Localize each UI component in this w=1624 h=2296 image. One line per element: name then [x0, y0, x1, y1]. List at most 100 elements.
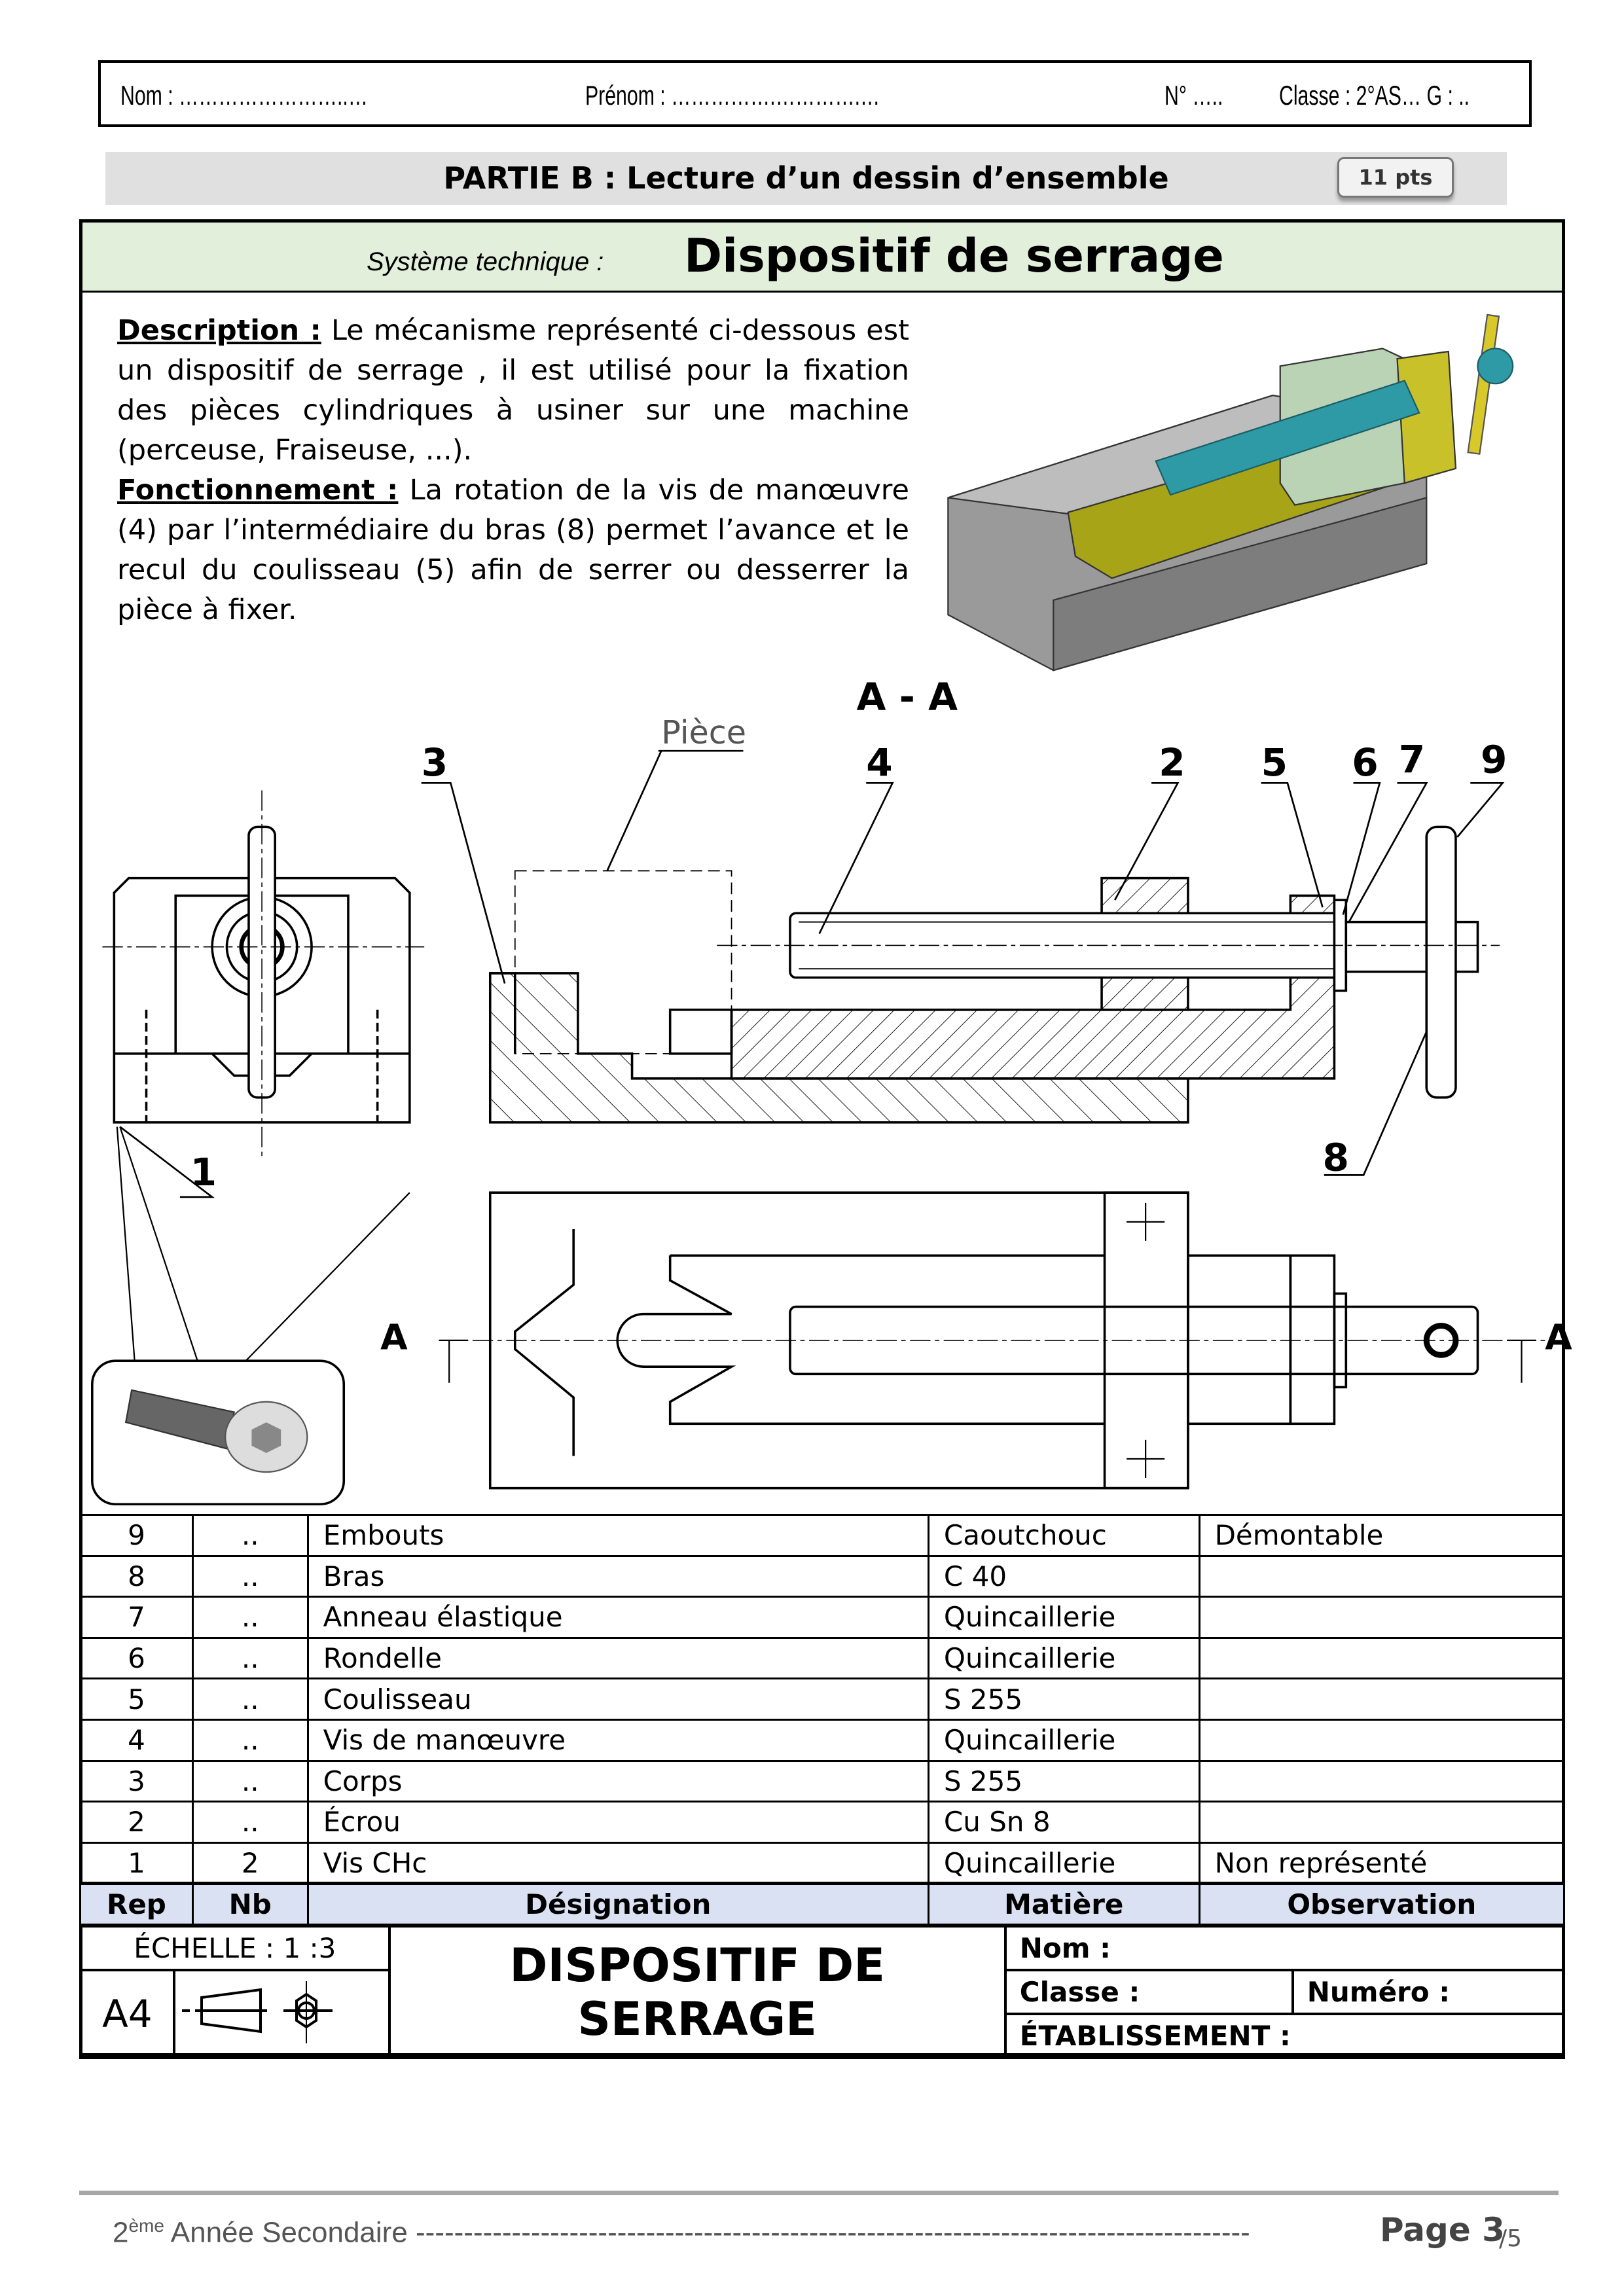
piece-label: Pièce [661, 713, 746, 751]
cell-rep: 1 [79, 1841, 194, 1885]
cell-rep: 5 [79, 1677, 194, 1721]
cell-rep: 8 [79, 1554, 194, 1598]
vise-3d-render [947, 314, 1514, 672]
cell-designation: Vis CHc [306, 1841, 929, 1885]
cell-observation: Démontable [1198, 1514, 1566, 1557]
nom-field[interactable]: Nom : ……………………..… [120, 80, 369, 111]
cell-matiere: Caoutchouc [927, 1514, 1200, 1557]
cell-nb: .. [191, 1677, 309, 1721]
cap-screw-image [91, 1126, 410, 1506]
cell-rep: 2 [79, 1801, 194, 1844]
cell-observation: Non représenté [1198, 1841, 1566, 1885]
cell-matiere: S 255 [927, 1759, 1200, 1803]
page-total: /5 [1499, 2225, 1523, 2252]
header-rep: Rep [79, 1882, 194, 1926]
cell-rep: 7 [79, 1596, 194, 1639]
callout-7: 7 [1399, 738, 1425, 782]
cell-nb: .. [191, 1759, 309, 1803]
paper-format: A4 [79, 1969, 175, 2059]
footer-divider [79, 2191, 1559, 2195]
cell-nb: .. [191, 1596, 309, 1639]
projection-symbol-icon [172, 1969, 391, 2059]
cell-rep: 6 [79, 1636, 194, 1680]
cell-nb: .. [191, 1801, 309, 1844]
title-block: ÉCHELLE : 1 :3 DISPOSITIF DE SERRAGE Nom… [79, 1925, 1566, 2059]
header-designation: Désignation [306, 1882, 929, 1926]
cut-label-right: A [1545, 1316, 1572, 1357]
level-text: Année Secondaire -----------------------… [164, 2216, 1250, 2249]
part-title: PARTIE B : Lecture d’un dessin d’ensembl… [105, 152, 1507, 205]
callout-4: 4 [866, 740, 892, 785]
parts-list-header: Rep Nb Désignation Matière Observation [79, 1882, 1566, 1926]
description-text: Le mécanisme représenté ci-dessous est u… [117, 314, 909, 467]
leader-lines [119, 749, 1505, 1198]
cell-matiere: Quincaillerie [927, 1596, 1200, 1639]
classe-cell[interactable]: Classe : [1003, 1969, 1294, 2015]
drawing-title: DISPOSITIF DE SERRAGE [388, 1925, 1007, 2059]
nom-cell[interactable]: Nom : [1003, 1925, 1566, 1971]
callout-1: 1 [190, 1150, 217, 1194]
numero-field[interactable]: N° ….. [1164, 80, 1223, 111]
cell-designation: Rondelle [306, 1636, 929, 1680]
cell-matiere: C 40 [927, 1554, 1200, 1598]
header-nb: Nb [191, 1882, 309, 1926]
etablissement-cell[interactable]: ÉTABLISSEMENT : [1003, 2013, 1566, 2059]
cell-nb: .. [191, 1554, 309, 1598]
callout-6: 6 [1352, 740, 1378, 785]
cell-nb: .. [191, 1514, 309, 1557]
section-title: A - A [857, 675, 958, 719]
numero-cell[interactable]: Numéro : [1291, 1969, 1566, 2015]
prenom-field[interactable]: Prénom : …………….………….… [585, 80, 880, 111]
cell-observation [1198, 1636, 1566, 1680]
callout-8: 8 [1323, 1136, 1349, 1180]
description: Description : Le mécanisme représenté ci… [117, 311, 909, 630]
cell-matiere: Quincaillerie [927, 1636, 1200, 1680]
cell-designation: Bras [306, 1554, 929, 1598]
callout-3: 3 [422, 740, 448, 785]
system-title-band [82, 223, 1562, 293]
points-badge: 11 pts [1337, 157, 1454, 198]
cell-nb: .. [191, 1636, 309, 1680]
cell-rep: 9 [79, 1514, 194, 1557]
cell-designation: Coulisseau [306, 1677, 929, 1721]
description-label: Description : [117, 314, 321, 347]
cell-observation [1198, 1677, 1566, 1721]
piece-outline [514, 870, 732, 1054]
header-matiere: Matière [927, 1882, 1200, 1926]
scale: ÉCHELLE : 1 :3 [79, 1925, 391, 1971]
cell-designation: Anneau élastique [306, 1596, 929, 1639]
operation-label: Fonctionnement : [117, 474, 399, 507]
callout-9: 9 [1481, 738, 1507, 782]
classe-field[interactable]: Classe : 2°AS… G : .. [1279, 80, 1470, 111]
cell-observation [1198, 1596, 1566, 1639]
cell-observation [1198, 1759, 1566, 1803]
system-name: Dispositif de serrage [684, 229, 1224, 283]
cell-nb: .. [191, 1718, 309, 1762]
cell-matiere: Quincaillerie [927, 1718, 1200, 1762]
callout-2: 2 [1159, 740, 1185, 785]
cell-designation: Embouts [306, 1514, 929, 1557]
section-view [488, 825, 1500, 1124]
system-label: Système technique : [367, 247, 604, 276]
cell-observation [1198, 1554, 1566, 1598]
callout-5: 5 [1261, 740, 1288, 785]
cell-nb: 2 [191, 1841, 309, 1885]
side-view [102, 790, 425, 1157]
page-number: Page 3 [1380, 2211, 1505, 2249]
cell-designation: Vis de manœuvre [306, 1718, 929, 1762]
cell-matiere: S 255 [927, 1677, 1200, 1721]
footer-level: 2ème Année Secondaire ------------------… [113, 2215, 1250, 2250]
header-observation: Observation [1198, 1882, 1566, 1926]
top-view [439, 1191, 1551, 1490]
student-info-header: Nom : ……………………..… Prénom : …………….………….… … [98, 60, 1532, 127]
